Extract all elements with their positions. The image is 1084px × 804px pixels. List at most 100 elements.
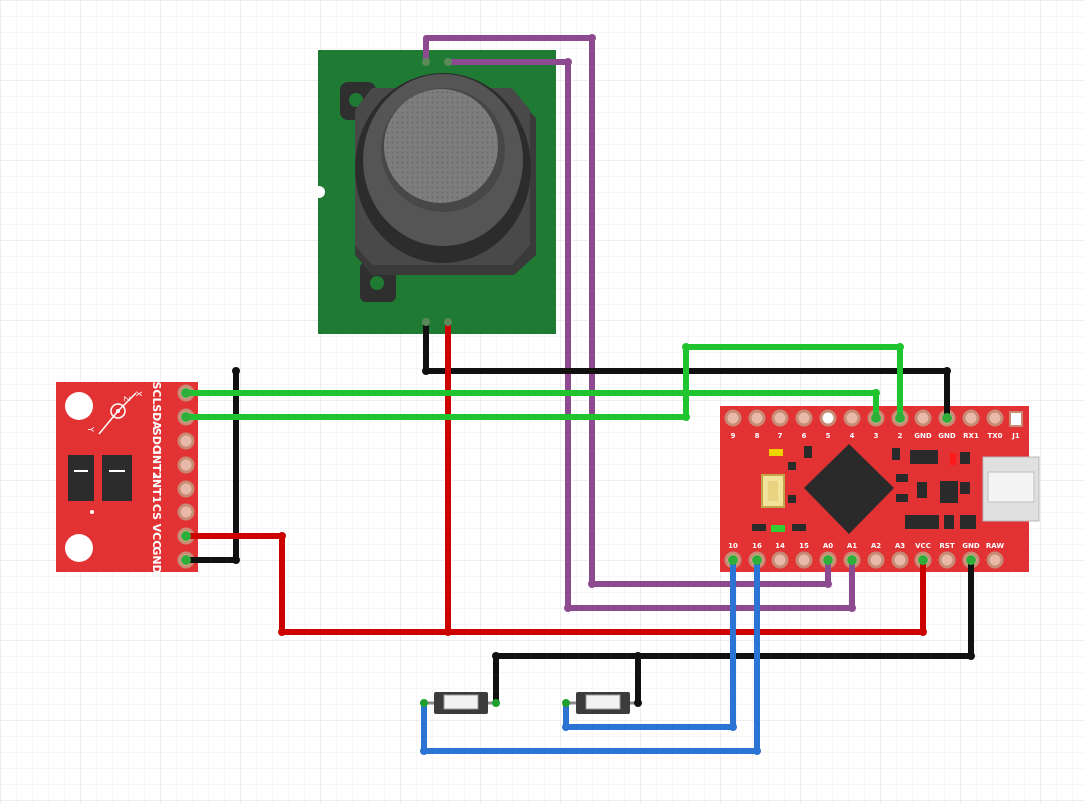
accel-pin-label: GND xyxy=(150,546,163,573)
pin-pad-a3[interactable] xyxy=(891,551,909,569)
pin-label: GND xyxy=(962,542,980,550)
pin-pad-gnd[interactable] xyxy=(914,409,932,427)
wire-bend xyxy=(562,723,570,731)
joystick-pin[interactable] xyxy=(444,318,452,326)
pin-label: TX0 xyxy=(987,432,1002,440)
pin-pad-6[interactable] xyxy=(795,409,813,427)
pin-pad-4[interactable] xyxy=(843,409,861,427)
accelerometer-breakout[interactable]: X Y Z SCL SDA SDO INT2 INT1 CS VCC GND xyxy=(56,381,198,574)
joystick-pin[interactable] xyxy=(422,58,430,66)
wire-blue-button-right[interactable] xyxy=(563,557,736,730)
smd-part xyxy=(896,494,908,502)
joystick-knob[interactable] xyxy=(384,89,498,203)
accel-pin-pad[interactable] xyxy=(177,456,195,474)
pin-label: 16 xyxy=(752,542,762,550)
connected-pads xyxy=(181,388,976,565)
wire-bend xyxy=(420,747,428,755)
connected-pad xyxy=(871,413,881,423)
accel-pin-label: CS xyxy=(150,504,163,520)
button-actuator[interactable] xyxy=(585,694,621,710)
accel-pin-pad[interactable] xyxy=(177,432,195,450)
mcu-chip xyxy=(804,444,894,534)
wire-bend xyxy=(872,389,880,397)
wire-bend xyxy=(232,556,240,564)
led-red xyxy=(950,453,956,465)
connected-pad xyxy=(847,555,857,565)
smd-part xyxy=(788,462,796,470)
pin-label: 15 xyxy=(799,542,809,550)
wire-bend xyxy=(682,343,690,351)
pin-pad-tx0[interactable] xyxy=(986,409,1004,427)
pin-pad-9[interactable] xyxy=(724,409,742,427)
joystick-pin[interactable] xyxy=(422,318,430,326)
connected-pad xyxy=(728,555,738,565)
pro-micro[interactable]: 9 8 7 6 5 4 3 2 GND GND RX1 TX0 J1 xyxy=(720,406,1040,572)
pin-label: A2 xyxy=(871,542,881,550)
crystal-body xyxy=(768,481,778,501)
pin-label: 3 xyxy=(874,432,879,440)
pin-label: GND xyxy=(914,432,932,440)
pin-pad-15[interactable] xyxy=(795,551,813,569)
wire-blue-button-left[interactable] xyxy=(421,557,760,754)
wire-bend xyxy=(919,628,927,636)
axis-label-z: Z xyxy=(122,396,131,402)
joystick-pin[interactable] xyxy=(444,58,452,66)
pin-pad-rst[interactable] xyxy=(938,551,956,569)
pin-label: 6 xyxy=(802,432,807,440)
wire-end xyxy=(562,699,570,707)
pin-pad-5[interactable] xyxy=(819,409,837,427)
smd-part xyxy=(917,482,927,498)
connected-pad xyxy=(181,388,191,398)
wire-bend xyxy=(943,367,951,375)
accel-pin-label: VCC xyxy=(150,524,163,549)
mount-hole-top xyxy=(349,93,363,107)
wire-bend xyxy=(588,580,596,588)
connected-pad xyxy=(181,531,191,541)
wire-bend xyxy=(634,652,642,660)
jumper-j1 xyxy=(1009,411,1023,427)
accel-pin-label: INT1 xyxy=(150,475,163,503)
accel-mount-hole-bottom xyxy=(65,534,93,562)
axis-label-y: Y xyxy=(86,426,95,432)
wire-bend xyxy=(278,532,286,540)
accel-pin-label: INT2 xyxy=(150,451,163,479)
accel-pin-pad[interactable] xyxy=(177,503,195,521)
pin-label: RST xyxy=(939,542,954,550)
smd-part xyxy=(788,495,796,503)
pin-pad-14[interactable] xyxy=(771,551,789,569)
pin-pad-raw[interactable] xyxy=(986,551,1004,569)
accel-mount-hole-top xyxy=(65,392,93,420)
smd-part xyxy=(752,524,766,531)
connected-pad xyxy=(918,555,928,565)
wire-bend xyxy=(564,604,572,612)
smd-part xyxy=(944,515,954,529)
pin-label: A3 xyxy=(895,542,905,550)
wire-bend xyxy=(682,413,690,421)
wire-bend xyxy=(278,628,286,636)
wire-bend xyxy=(634,699,642,707)
thumb-joystick[interactable] xyxy=(313,50,556,334)
wire-bend xyxy=(753,747,761,755)
pushbutton-right[interactable] xyxy=(566,692,640,714)
accel-pin-label: SDO xyxy=(150,428,163,454)
connected-pad xyxy=(181,555,191,565)
pin-label: 10 xyxy=(728,542,738,550)
wire-bend xyxy=(492,652,500,660)
pin-pad-8[interactable] xyxy=(748,409,766,427)
pin-label: 4 xyxy=(850,432,855,440)
axis-label-x: X xyxy=(134,391,143,397)
accel-chip-right xyxy=(102,455,132,501)
pin-pad-rx1[interactable] xyxy=(962,409,980,427)
accel-pin-pad[interactable] xyxy=(177,480,195,498)
wire-bend xyxy=(232,367,240,375)
pin-pad-a2[interactable] xyxy=(867,551,885,569)
axis-indicator: X Y Z xyxy=(86,391,143,435)
connected-pad xyxy=(752,555,762,565)
button-actuator[interactable] xyxy=(443,694,479,710)
pin-pad-7[interactable] xyxy=(771,409,789,427)
wire-bend xyxy=(824,580,832,588)
smd-part xyxy=(960,482,970,494)
pushbutton-left[interactable] xyxy=(424,692,498,714)
pin-label: A0 xyxy=(823,542,833,550)
